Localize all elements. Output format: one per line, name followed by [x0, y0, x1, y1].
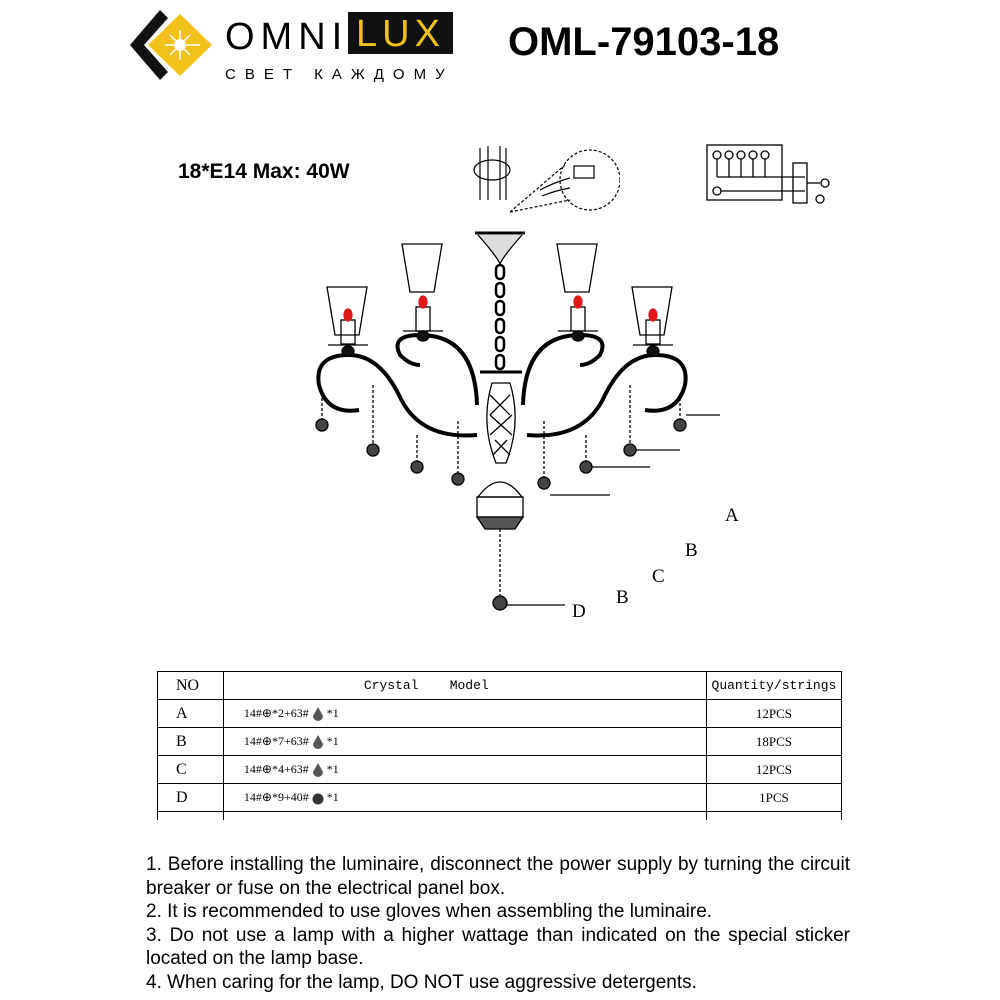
table-row: B 14#⊕*7+63# *1 18PCS: [157, 727, 843, 756]
row-model: 14#⊕*4+63# *1: [222, 755, 707, 784]
row-no: C: [157, 755, 224, 784]
chandelier-drawing: A B C B D: [315, 231, 739, 622]
callout-d: D: [572, 601, 586, 622]
row-qty: 12PCS: [705, 699, 843, 728]
header-no: NO: [157, 671, 224, 700]
table-row: C 14#⊕*4+63# *1 12PCS: [157, 755, 843, 784]
crystal-octagon-icon: ⊕: [261, 705, 272, 720]
header-quantity: Quantity/strings: [705, 671, 843, 700]
row-qty: 12PCS: [705, 755, 843, 784]
callout-a: A: [725, 505, 739, 526]
row-qty: 18PCS: [705, 727, 843, 756]
row-model: 14#⊕*9+40# *1: [222, 783, 707, 812]
table-header-row: NO Crystal Model Quantity/strings: [157, 671, 843, 700]
callout-c: C: [652, 566, 665, 587]
table-row: A 14#⊕*2+63# *1 12PCS: [157, 699, 843, 728]
brand-name-omni: OMNI: [225, 16, 349, 58]
installation-detail-icon: [473, 146, 620, 213]
brand-tagline: СВЕТ КАЖДОМУ: [225, 66, 454, 83]
header-crystal-model: Crystal Model: [222, 671, 707, 700]
row-no: A: [157, 699, 224, 728]
bulb-spec: 18*E14 Max: 40W: [178, 160, 350, 183]
crystal-drop-icon: [312, 735, 323, 750]
row-model: 14#⊕*7+63# *1: [222, 727, 707, 756]
row-qty: 1PCS: [705, 783, 843, 812]
crystal-octagon-icon: ⊕: [261, 733, 272, 748]
callout-b2: B: [616, 587, 629, 608]
crystal-table: NO Crystal Model Quantity/strings A 14#⊕…: [157, 671, 843, 820]
brand-logo: OMNI LUX СВЕТ КАЖДОМУ: [130, 8, 460, 83]
note-item: 1. Before installing the luminaire, disc…: [146, 854, 850, 899]
wiring-diagram-icon: [706, 144, 830, 204]
omnilux-logo-icon: [130, 10, 212, 80]
model-number-title: OML-79103-18: [508, 20, 780, 64]
note-item: 2. It is recommended to use gloves when …: [146, 901, 713, 922]
callout-b1: B: [685, 540, 698, 561]
note-item: 4. When caring for the lamp, DO NOT use …: [146, 971, 697, 993]
crystal-drop-icon: [312, 707, 323, 722]
note-item: 3. Do not use a lamp with a higher watta…: [146, 924, 850, 970]
row-model: 14#⊕*2+63# *1: [222, 699, 707, 728]
crystal-drop-icon: [312, 763, 323, 778]
crystal-octagon-icon: ⊕: [261, 789, 272, 804]
crystal-octagon-icon: ⊕: [261, 761, 272, 776]
row-no: D: [157, 783, 224, 812]
safety-notes: 1. Before installing the luminaire, disc…: [146, 853, 850, 994]
crystal-ball-icon: [312, 793, 324, 805]
table-row: D 14#⊕*9+40# *1 1PCS: [157, 783, 843, 812]
brand-name-lux: LUX: [348, 12, 453, 55]
row-no: B: [157, 727, 224, 756]
